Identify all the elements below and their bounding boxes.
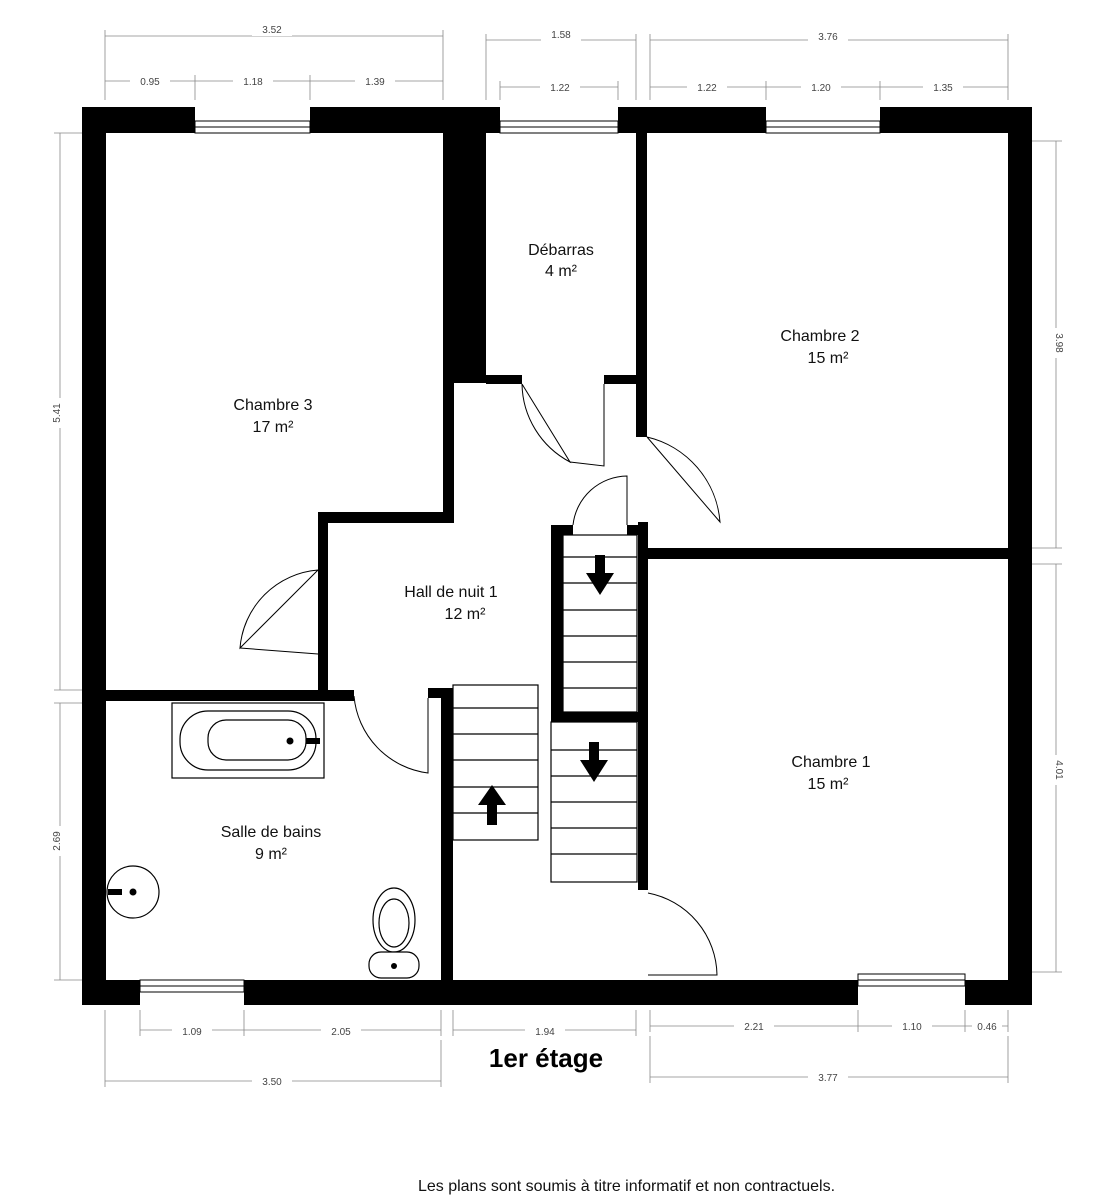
dim-top-total-mid: 1.58 bbox=[551, 30, 571, 41]
toilet-icon bbox=[368, 887, 420, 979]
room-area: 12 m² bbox=[445, 606, 487, 623]
dim-bottom-left-a: 1.09 bbox=[182, 1027, 202, 1038]
stairs-down-lower bbox=[550, 721, 638, 883]
dim-bottom-right-c: 0.46 bbox=[977, 1022, 997, 1033]
room-area: 15 m² bbox=[808, 350, 850, 367]
room-area: 17 m² bbox=[253, 419, 295, 436]
window-sdb bbox=[139, 979, 245, 993]
room-sdb: Salle de bains 9 m² bbox=[221, 824, 322, 863]
dim-top-mid-win: 1.22 bbox=[550, 83, 570, 94]
room-chambre3: Chambre 3 17 m² bbox=[233, 397, 312, 436]
room-name: Salle de bains bbox=[221, 824, 322, 841]
sink-icon bbox=[106, 865, 160, 919]
dim-right-upper: 3.98 bbox=[1053, 333, 1064, 353]
arrow-down-icon bbox=[580, 742, 608, 782]
walls bbox=[82, 107, 1032, 1005]
window-chambre2 bbox=[765, 120, 881, 134]
dim-bottom-total-right: 3.77 bbox=[818, 1073, 838, 1084]
room-area: 9 m² bbox=[255, 846, 288, 863]
window-chambre3 bbox=[194, 120, 311, 134]
arrow-up-icon bbox=[478, 785, 506, 825]
dim-top-left-b: 1.18 bbox=[243, 77, 263, 88]
room-name: Hall de nuit 1 bbox=[404, 584, 497, 601]
bathtub-icon bbox=[171, 702, 325, 779]
dim-bottom-mid: 1.94 bbox=[535, 1027, 555, 1038]
dim-top-right-c: 1.35 bbox=[933, 83, 953, 94]
room-debarras: Débarras 4 m² bbox=[528, 242, 594, 280]
window-debarras bbox=[499, 120, 619, 134]
floor-title: 1er étage bbox=[489, 1043, 603, 1073]
dim-top-right-b: 1.20 bbox=[811, 83, 831, 94]
room-name: Débarras bbox=[528, 242, 594, 259]
room-area: 4 m² bbox=[545, 263, 578, 280]
room-name: Chambre 3 bbox=[233, 397, 312, 414]
dim-bottom-left-b: 2.05 bbox=[331, 1027, 351, 1038]
doors bbox=[239, 383, 721, 976]
dim-top-left-c: 1.39 bbox=[365, 77, 385, 88]
room-name: Chambre 1 bbox=[791, 754, 870, 771]
dim-top-left-a: 0.95 bbox=[140, 77, 160, 88]
room-area: 15 m² bbox=[808, 776, 850, 793]
dim-bottom-total-left: 3.50 bbox=[262, 1077, 282, 1088]
dim-bottom-right-b: 1.10 bbox=[902, 1022, 922, 1033]
dim-top-total-left: 3.52 bbox=[262, 25, 282, 36]
window-chambre1 bbox=[857, 973, 966, 987]
dim-right-lower: 4.01 bbox=[1053, 760, 1064, 780]
windows bbox=[139, 120, 966, 993]
room-chambre1: Chambre 1 15 m² bbox=[791, 754, 870, 793]
room-hall: Hall de nuit 1 12 m² bbox=[404, 584, 497, 623]
room-name: Chambre 2 bbox=[780, 328, 859, 345]
dim-top-right-a: 1.22 bbox=[697, 83, 717, 94]
arrow-down-icon bbox=[586, 555, 614, 595]
room-chambre2: Chambre 2 15 m² bbox=[780, 328, 859, 367]
dim-left-upper: 5.41 bbox=[52, 403, 63, 423]
dim-bottom-right-a: 2.21 bbox=[744, 1022, 764, 1033]
disclaimer: Les plans sont soumis à titre informatif… bbox=[417, 1178, 836, 1195]
dim-left-lower: 2.69 bbox=[52, 831, 63, 851]
stairs-down-upper bbox=[562, 534, 638, 713]
stairs-up bbox=[452, 684, 539, 841]
dim-top-total-right: 3.76 bbox=[818, 32, 838, 43]
dimensions: 3.52 0.95 1.18 1.39 1.58 1.22 3.76 1.22 bbox=[50, 22, 1066, 1088]
